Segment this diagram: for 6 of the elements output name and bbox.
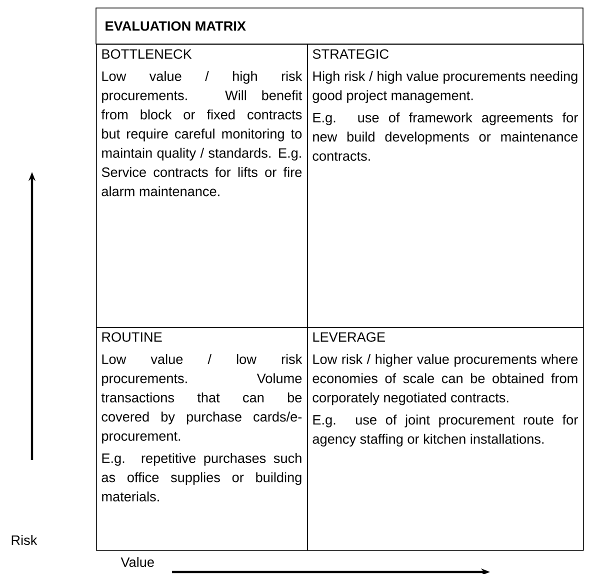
matrix-cell: ROUTINE Low value / low risk procurements. Volume transactions that can be covered by purchase cards/e-procurement. E.g. repetitive purchases such as office supplies or building materials. [96, 327, 308, 551]
matrix-cell: STRATEGIC High risk / high value procurements needing good project management. E.g. use of framework agreements for new build developments or maintenance contracts. [307, 44, 584, 328]
title-cell: EVALUATION MATRIX [96, 8, 584, 44]
axis-label: Risk [12, 535, 38, 545]
matrix-cell: LEVERAGE Low risk / higher value procurements where economies of scale can be obtained from corporately negotiated contracts. E.g. use of joint procurement route for agency staffing or kitchen installations. [307, 327, 584, 551]
matrix-cell: BOTTLENECK Low value / high risk procurements. Will benefit from block or fixed contracts but require careful monitoring to maintain quality / standards. E.g. Service contracts for lifts or fire alarm maintenance. [96, 44, 308, 328]
